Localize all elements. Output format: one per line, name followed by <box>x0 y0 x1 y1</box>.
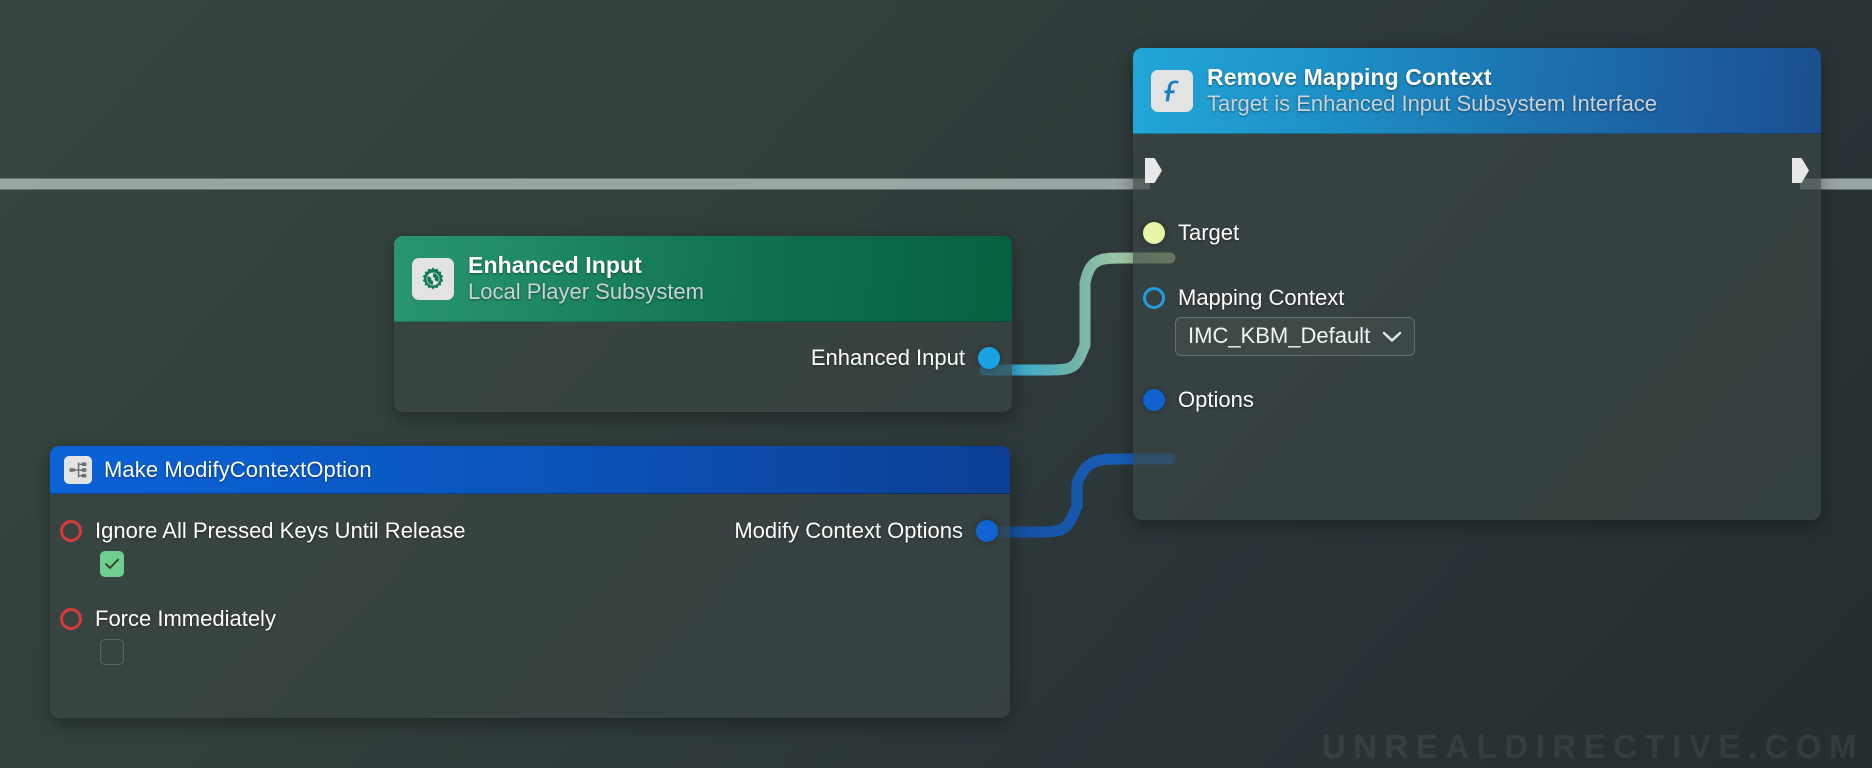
mapping-context-dropdown-value: IMC_KBM_Default <box>1188 323 1371 348</box>
enhanced-input-pin[interactable] <box>978 347 1000 369</box>
node-header[interactable]: Enhanced Input Local Player Subsystem <box>394 236 1012 322</box>
node-title-block: Enhanced Input Local Player Subsystem <box>468 252 704 304</box>
node-body: Enhanced Input <box>394 322 1012 412</box>
node-title: Remove Mapping Context <box>1207 64 1492 91</box>
node-remove-mapping-context[interactable]: Remove Mapping Context Target is Enhance… <box>1133 48 1821 520</box>
options-pin[interactable] <box>1143 389 1165 411</box>
target-pin-label: Target <box>1178 220 1240 245</box>
node-header[interactable]: Remove Mapping Context Target is Enhance… <box>1133 48 1821 134</box>
pin-row-options[interactable]: Options <box>1143 387 1254 413</box>
pin-row-modify-context-options[interactable]: Modify Context Options <box>734 518 998 544</box>
exec-out-pin-row[interactable] <box>1792 158 1809 183</box>
ignore-all-pressed-keys-label: Ignore All Pressed Keys Until Release <box>95 518 466 543</box>
node-title-block: Remove Mapping Context Target is Enhance… <box>1207 64 1657 116</box>
site-watermark: UNREALDIRECTIVE.COM <box>1321 728 1864 765</box>
exec-in-pin[interactable] <box>1145 158 1162 183</box>
pin-row-force-immediately[interactable]: Force Immediately <box>60 606 276 632</box>
function-f-icon <box>1151 69 1193 112</box>
node-subtitle: Target is Enhanced Input Subsystem Inter… <box>1207 91 1658 117</box>
ignore-all-pressed-keys-checkbox[interactable] <box>100 551 124 577</box>
chevron-down-icon <box>1382 331 1402 342</box>
node-subtitle: Local Player Subsystem <box>468 279 704 305</box>
pin-row-mapping-context[interactable]: Mapping Context <box>1143 285 1344 311</box>
exec-out-pin[interactable] <box>1792 158 1809 183</box>
node-title: Enhanced Input <box>468 252 642 279</box>
check-icon <box>105 558 119 569</box>
gear-icon <box>412 257 454 300</box>
modify-context-options-label: Modify Context Options <box>734 518 963 543</box>
mapping-context-pin-label: Mapping Context <box>1178 285 1345 310</box>
node-header[interactable]: Make ModifyContextOption <box>50 446 1010 494</box>
mapping-context-pin[interactable] <box>1143 287 1165 309</box>
pin-row-enhanced-input-output[interactable]: Enhanced Input <box>811 345 1000 371</box>
pin-row-ignore-all-pressed-keys[interactable]: Ignore All Pressed Keys Until Release <box>60 518 466 544</box>
exec-in-pin-row[interactable] <box>1145 158 1162 183</box>
modify-context-options-pin[interactable] <box>976 520 998 542</box>
force-immediately-checkbox[interactable] <box>100 639 124 665</box>
node-title: Make ModifyContextOption <box>104 456 372 482</box>
force-immediately-label: Force Immediately <box>95 606 276 631</box>
mapping-context-dropdown[interactable]: IMC_KBM_Default <box>1175 317 1416 356</box>
node-enhanced-input[interactable]: Enhanced Input Local Player Subsystem En… <box>394 236 1012 412</box>
node-body: Target Mapping Context IMC_KBM_Default O… <box>1133 134 1821 520</box>
enhanced-input-pin-label: Enhanced Input <box>810 345 965 370</box>
pin-row-target[interactable]: Target <box>1143 220 1239 246</box>
node-make-modify-context-option[interactable]: Make ModifyContextOption Ignore All Pres… <box>50 446 1010 718</box>
target-pin[interactable] <box>1143 222 1165 244</box>
force-immediately-pin[interactable] <box>60 608 82 630</box>
options-pin-label: Options <box>1178 387 1254 412</box>
ignore-all-pressed-keys-pin[interactable] <box>60 520 82 542</box>
make-struct-icon <box>64 455 92 484</box>
node-body: Ignore All Pressed Keys Until Release Fo… <box>50 494 1010 718</box>
